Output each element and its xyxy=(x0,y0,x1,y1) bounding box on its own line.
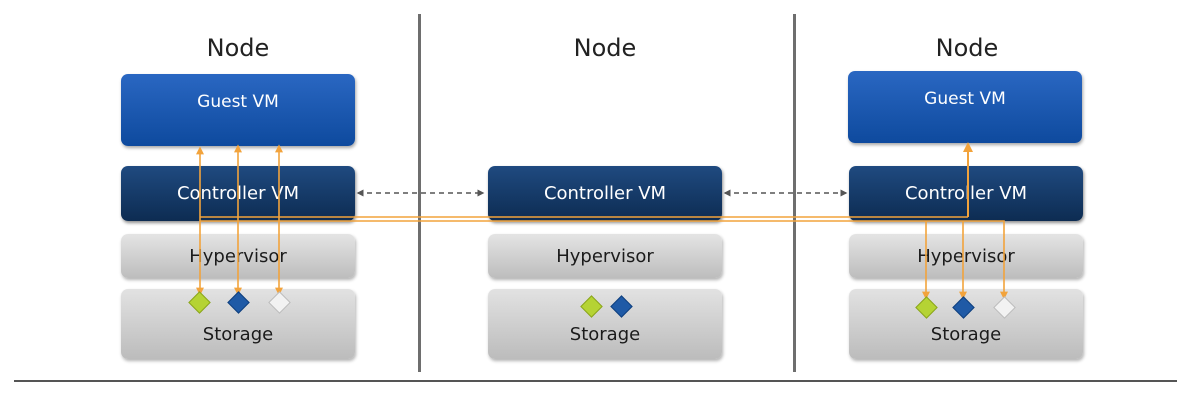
node-3-guest-vm[interactable]: Guest VM xyxy=(848,71,1082,143)
node-1-controller-vm[interactable]: Controller VM xyxy=(121,166,355,221)
node-3-hypervisor[interactable]: Hypervisor xyxy=(849,234,1083,278)
node-1-storage[interactable]: Storage xyxy=(121,289,355,359)
node-1-guest-vm[interactable]: Guest VM xyxy=(121,74,355,146)
node-2-storage[interactable]: Storage xyxy=(488,289,722,359)
node-3-controller-vm[interactable]: Controller VM xyxy=(849,166,1083,221)
node-2-controller-vm[interactable]: Controller VM xyxy=(488,166,722,221)
node-2-hypervisor[interactable]: Hypervisor xyxy=(488,234,722,278)
bottom-rule xyxy=(14,380,1177,382)
node-3-storage[interactable]: Storage xyxy=(849,289,1083,359)
node-2-title: Node xyxy=(573,34,637,62)
column-divider-left xyxy=(418,14,421,372)
node-1-title: Node xyxy=(206,34,270,62)
node-1-hypervisor[interactable]: Hypervisor xyxy=(121,234,355,278)
column-divider-right xyxy=(793,14,796,372)
node-3-title: Node xyxy=(935,34,999,62)
